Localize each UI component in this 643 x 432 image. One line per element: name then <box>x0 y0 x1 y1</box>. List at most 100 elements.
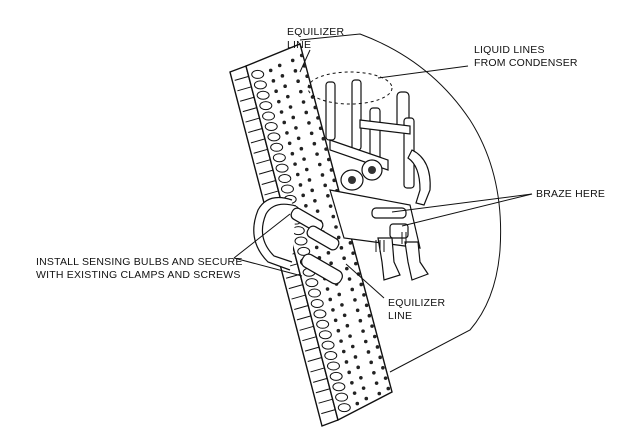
coil-perforation <box>279 110 284 114</box>
coil-perforation <box>383 376 388 380</box>
coil-perforation <box>372 370 376 375</box>
coil-perforation <box>291 115 296 120</box>
coil-perforation <box>314 245 319 250</box>
cabinet-outline <box>299 33 502 373</box>
coil-perforation <box>280 74 285 78</box>
coil-perforation <box>359 282 364 287</box>
coil-perforation <box>316 116 320 120</box>
coil-perforation <box>355 308 360 313</box>
coil-perforation <box>315 209 320 213</box>
coil-perforation <box>378 355 382 360</box>
coil-perforation <box>347 277 352 281</box>
coil-perforation <box>315 152 319 156</box>
coil-perforation <box>326 157 331 162</box>
return-bend <box>259 101 273 111</box>
coil-perforation <box>375 345 380 349</box>
coil-perforation <box>287 141 292 146</box>
svg-text:FROM CONDENSER: FROM CONDENSER <box>474 57 578 69</box>
return-bend <box>272 153 286 163</box>
coil-perforation <box>293 162 297 166</box>
coil-perforation <box>295 172 300 177</box>
return-bend <box>337 403 351 413</box>
return-bend <box>316 319 330 329</box>
return-bend <box>297 246 311 256</box>
coil-perforation <box>304 110 309 115</box>
coil-perforation <box>299 146 304 151</box>
coil-perforation <box>364 303 369 308</box>
coil-perforation <box>332 178 336 183</box>
coil-perforation <box>334 225 338 229</box>
coil-perforation <box>294 126 298 130</box>
coil-perforation <box>307 178 312 182</box>
svg-text:LINE: LINE <box>388 310 412 322</box>
coil-perforation <box>299 53 304 58</box>
coil-perforation <box>277 63 282 68</box>
return-bend <box>335 392 349 402</box>
distributor-assembly <box>325 79 431 281</box>
coil-perforation <box>328 204 333 208</box>
coil-perforation <box>323 183 327 188</box>
return-bend <box>278 174 292 184</box>
coil-perforation <box>340 303 344 307</box>
coil-perforation <box>353 298 357 302</box>
label-braze-here: BRAZE HERE <box>536 188 605 200</box>
coil-perforation <box>344 360 349 364</box>
coil-perforation <box>282 120 287 125</box>
coil-perforation <box>326 193 330 198</box>
return-bend <box>326 361 340 371</box>
coil-perforation <box>364 396 369 401</box>
return-bend <box>256 90 270 100</box>
coil-perforation <box>318 126 323 131</box>
coil-perforation <box>304 167 309 172</box>
return-bend <box>270 142 284 152</box>
coil-perforation <box>325 287 330 291</box>
coil-perforation <box>298 183 303 187</box>
coil-perforation <box>293 69 298 73</box>
coil-perforation <box>313 105 318 110</box>
coil-perforation <box>372 334 377 339</box>
coil-perforation <box>350 380 354 385</box>
svg-text:EQUILIZER: EQUILIZER <box>388 297 445 309</box>
coil-perforation <box>317 162 322 167</box>
coil-perforation <box>337 292 342 297</box>
coil-perforation <box>350 287 355 292</box>
coil-perforation <box>361 386 366 390</box>
return-bend <box>310 298 324 308</box>
coil-perforation <box>271 79 276 83</box>
coil-perforation <box>354 261 358 266</box>
coil-perforation <box>331 214 336 219</box>
coil-perforation <box>363 339 368 344</box>
coil-perforation <box>296 79 300 84</box>
coil-perforation <box>313 198 317 203</box>
coil-perforation <box>268 68 273 73</box>
return-bend <box>264 121 278 131</box>
coil-perforation <box>361 329 365 333</box>
coil-perforation <box>310 188 314 193</box>
coil-perforation <box>286 94 290 99</box>
coil-perforation <box>356 365 360 370</box>
liquid-lines-highlight <box>307 71 393 105</box>
return-bend <box>262 111 276 121</box>
return-bend <box>313 309 327 319</box>
coil-perforation <box>359 375 363 380</box>
coil-perforation <box>288 105 293 109</box>
coil-perforation <box>377 391 382 396</box>
coil-perforation <box>341 349 346 354</box>
coil-perforation <box>302 157 306 161</box>
label-install-bulbs: INSTALL SENSING BULBS AND SECURE WITH EX… <box>36 256 243 281</box>
coil-perforation <box>309 131 314 136</box>
coil-perforation <box>301 100 306 104</box>
coil-perforation <box>370 324 374 328</box>
coil-perforation <box>331 308 335 312</box>
coil-perforation <box>367 313 372 318</box>
return-bend <box>251 69 265 79</box>
svg-text:WITH EXISTING CLAMPS AND SCREW: WITH EXISTING CLAMPS AND SCREWS <box>36 269 241 281</box>
coil-perforation <box>290 151 295 156</box>
coil-perforation <box>312 141 317 146</box>
coil-perforation <box>321 136 326 141</box>
svg-text:INSTALL SENSING BULBS AND SECU: INSTALL SENSING BULBS AND SECURE <box>36 256 243 268</box>
coil-perforation <box>342 256 346 261</box>
svg-text:LIQUID LINES: LIQUID LINES <box>474 44 545 56</box>
coil-perforation <box>296 136 301 141</box>
return-bend <box>321 340 335 350</box>
